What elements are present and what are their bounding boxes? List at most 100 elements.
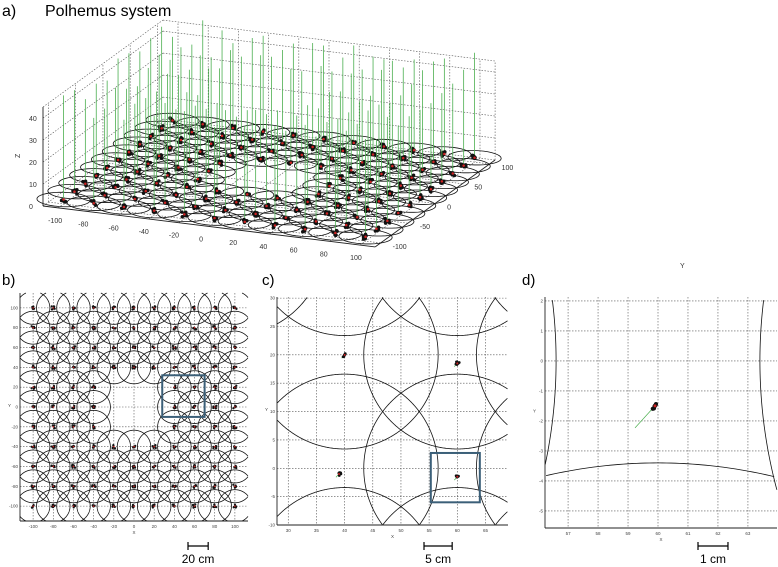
- mean-dot: [213, 326, 216, 329]
- mean-dot: [336, 204, 340, 207]
- sample-dot: [31, 364, 35, 367]
- mean-dot: [412, 149, 416, 152]
- sensor-ring: [197, 350, 232, 385]
- sensor-ring: [80, 160, 135, 176]
- sensor-point: [151, 364, 156, 370]
- sample-dot: [53, 446, 56, 449]
- mean-dot: [303, 228, 307, 231]
- sensor-ring: [277, 487, 420, 525]
- plot-content: [277, 297, 508, 526]
- sensor-ring: [36, 449, 71, 484]
- sensor-point: [71, 306, 76, 311]
- mean-dot: [92, 406, 95, 408]
- sensor-ring: [36, 292, 71, 325]
- sensor-ring: [194, 128, 250, 144]
- mean-dot: [166, 174, 169, 177]
- mean-dot: [190, 130, 194, 134]
- mean-dot: [149, 135, 152, 138]
- sensor-ring: [177, 449, 212, 484]
- sample-dot: [171, 484, 175, 487]
- sensor-point: [151, 305, 157, 311]
- mean-dot: [160, 127, 163, 130]
- sample-dot: [383, 216, 387, 221]
- sensor-ring: [304, 151, 360, 167]
- x-axis: [42, 205, 376, 248]
- sensor-ring: [19, 469, 51, 487]
- sensor-point: [212, 424, 218, 430]
- sensor-point: [171, 484, 177, 489]
- sample-dot: [53, 347, 56, 350]
- sensor-point: [232, 404, 237, 410]
- sensor-ring: [96, 449, 131, 484]
- mean-dot: [92, 485, 95, 488]
- mean-dot: [421, 168, 424, 172]
- sensor-point: [192, 483, 198, 489]
- sensor-point: [91, 504, 96, 508]
- sensor-ring: [60, 506, 71, 522]
- sensor-ring: [354, 166, 409, 182]
- sensor-ring: [197, 310, 232, 345]
- mean-dot: [92, 445, 95, 448]
- sample-dot: [351, 170, 355, 175]
- sample-dot: [75, 192, 79, 196]
- sensor-ring: [382, 487, 508, 525]
- mean-dot: [32, 445, 34, 448]
- mean-dot: [92, 386, 95, 388]
- mean-dot: [72, 366, 75, 369]
- y-axis-label: Y: [680, 263, 685, 270]
- sensor-ring: [225, 131, 280, 148]
- mean-dot: [72, 307, 75, 309]
- mean-dot: [113, 465, 115, 468]
- sample-dot: [90, 386, 94, 389]
- sample-dot: [232, 426, 235, 430]
- sensor-point: [361, 232, 368, 241]
- sensor-ring: [19, 426, 51, 444]
- x-tick-label: 60: [290, 248, 298, 255]
- mean-dot: [235, 201, 238, 204]
- sensor-ring: [77, 187, 132, 203]
- sensor-ring: [56, 469, 91, 504]
- sample-dot: [235, 307, 238, 310]
- sensor-point: [152, 325, 157, 331]
- sensor-point: [100, 191, 108, 199]
- sensor-point: [232, 384, 238, 390]
- sensor-point: [184, 182, 191, 190]
- sensor-point: [90, 484, 97, 489]
- sensor-ring: [69, 168, 124, 184]
- sensor-ring: [217, 292, 249, 325]
- mean-dot: [328, 184, 331, 188]
- mean-dot: [127, 150, 131, 154]
- mean-dot: [153, 326, 155, 329]
- sensor-ring: [99, 171, 154, 188]
- sensor-ring: [19, 330, 51, 348]
- x-tick-label: 35: [314, 528, 320, 533]
- x-tick-label: 40: [260, 244, 268, 251]
- sensor-point: [31, 424, 36, 430]
- sensor-ring: [197, 429, 232, 464]
- sample-dot: [192, 425, 195, 428]
- sensor-ring: [157, 350, 192, 385]
- sensor-point: [111, 444, 117, 450]
- sensor-point: [70, 484, 76, 489]
- sensor-point: [318, 162, 325, 170]
- y-axis-label: Y: [8, 403, 11, 408]
- sample-dot: [383, 221, 388, 225]
- sensor-ring: [236, 124, 291, 140]
- mean-dot: [289, 161, 293, 165]
- sensor-ring: [168, 198, 223, 215]
- sample-dot: [154, 443, 157, 447]
- mean-dot: [153, 465, 155, 468]
- y-tick-label: 2: [540, 298, 543, 303]
- sample-dot: [230, 123, 234, 128]
- mean-dot: [52, 445, 55, 448]
- sensor-point: [212, 464, 217, 469]
- sample-dot: [33, 464, 36, 468]
- y-tick-label: 1: [540, 328, 543, 333]
- mean-dot: [103, 194, 106, 197]
- sensor-point: [356, 186, 363, 194]
- sensor-point: [407, 173, 416, 182]
- sensor-ring: [116, 310, 152, 345]
- mean-dot: [653, 404, 657, 408]
- sample-dot: [310, 147, 315, 152]
- mean-dot: [92, 465, 95, 468]
